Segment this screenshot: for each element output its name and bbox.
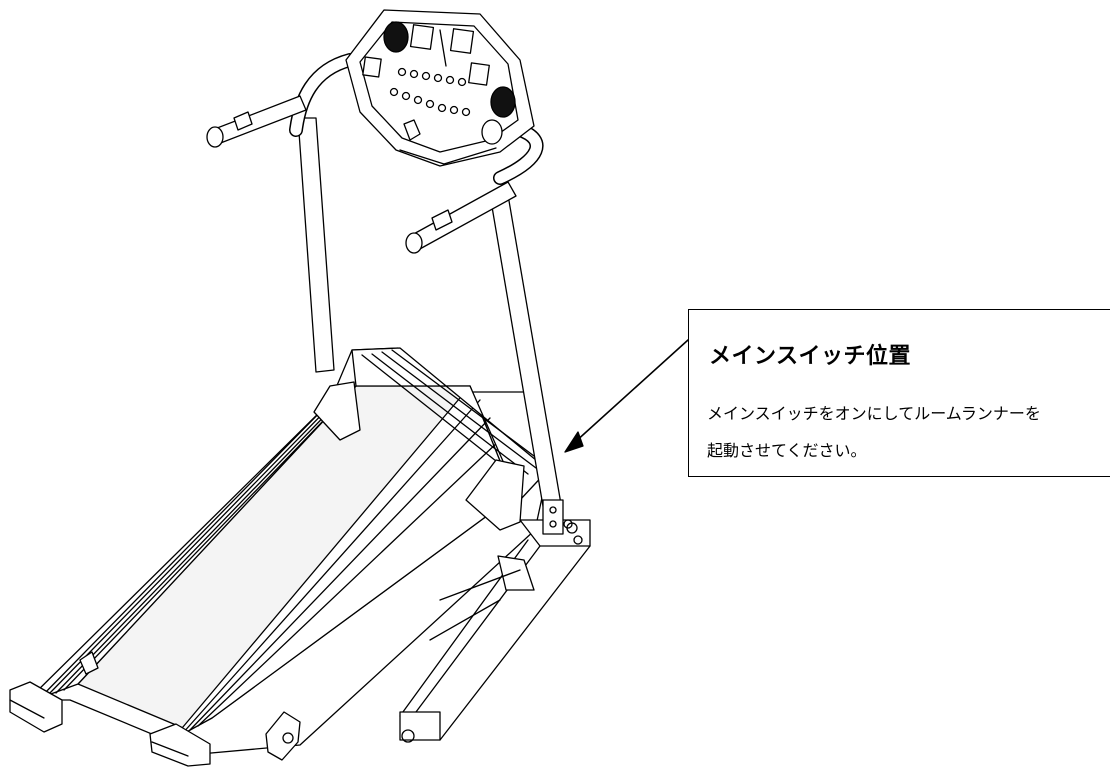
arrow-pointer-icon [564,339,689,453]
callout-box: メインスイッチ位置 メインスイッチをオンにしてルームランナーを 起動させてくださ… [688,309,1110,477]
treadmill-uprights [297,117,578,535]
callout-title: メインスイッチ位置 [709,344,912,369]
treadmill-console [345,9,535,167]
callout-text-line-1: メインスイッチをオンにしてルームランナーを [707,404,1041,423]
callout-text-line-2: 起動させてください。 [707,441,867,460]
treadmill-deck [9,347,549,767]
